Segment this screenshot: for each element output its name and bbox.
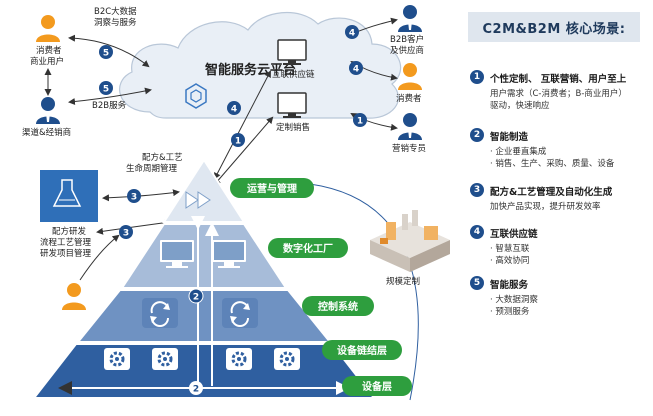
consumer-right-label: 消费者 xyxy=(396,93,422,104)
b2b-customer-person-icon xyxy=(398,5,422,32)
refresh-icon-left xyxy=(142,298,178,328)
rnd-label-1: 配方研发 xyxy=(52,226,87,237)
layer-label-device: 设备层 xyxy=(342,376,412,396)
scenario-number-badge: 3 xyxy=(470,183,484,197)
custom-sales-label: 定制销售 xyxy=(276,122,310,133)
badge-4-pyramid: 4 xyxy=(227,101,241,115)
badge-5-top: 5 xyxy=(99,45,113,59)
scenario-description: · 大数据洞察 · 预测服务 xyxy=(490,294,538,318)
gear-icon-2 xyxy=(152,348,178,370)
consumer-right-person-icon xyxy=(398,63,422,90)
scenario-number-badge: 4 xyxy=(470,225,484,239)
scenario-description-line: · 销售、生产、采购、质量、设备 xyxy=(490,159,615,169)
scenario-description-line: · 企业垂直集成 xyxy=(490,147,547,157)
svg-text:1: 1 xyxy=(235,137,241,147)
recipe-lifecycle-label-2: 生命周期管理 xyxy=(126,163,178,174)
scenario-description-line: · 高效协同 xyxy=(490,256,530,266)
rnd-label-2: 流程工艺管理 xyxy=(40,237,92,248)
scenario-description-line: 用户需求（C-消费者；B-商业用户） xyxy=(490,89,627,99)
channel-person-icon xyxy=(36,97,60,124)
workstation-monitor-icon-right xyxy=(212,240,246,268)
gear-icon-1 xyxy=(104,348,130,370)
gear-icons-row xyxy=(104,348,300,370)
factory-icon xyxy=(370,210,450,272)
refresh-icon-right xyxy=(222,298,258,328)
layer-label-digital-factory: 数字化工厂 xyxy=(268,238,348,258)
scenario-description: 加快产品实现，提升研发效率 xyxy=(490,201,601,213)
panel-title: C2M&B2M 核心场景: xyxy=(468,12,640,42)
badge-4-consumer: 4 xyxy=(349,61,363,75)
svg-text:4: 4 xyxy=(231,105,237,115)
play-forward-icon xyxy=(185,191,211,209)
badge-1-pyramid: 1 xyxy=(231,133,245,147)
b2b-service-label: B2B服务 xyxy=(92,100,127,111)
scenario-heading: 个性定制、 互联营销、用户至上 xyxy=(490,74,627,85)
scenario-heading: 智能服务 xyxy=(490,280,529,291)
svg-text:4: 4 xyxy=(353,65,359,75)
scenario-heading: 互联供应链 xyxy=(490,229,538,240)
svg-text:3: 3 xyxy=(123,229,129,239)
scenario-heading: 配方&工艺管理及自动化生成 xyxy=(490,187,613,198)
svg-text:1: 1 xyxy=(357,117,363,127)
scenario-description-line: · 大数据洞察 xyxy=(490,295,538,305)
scenario-description-line: · 预测服务 xyxy=(490,307,530,317)
gear-icon-3 xyxy=(226,348,252,370)
svg-text:控制系统: 控制系统 xyxy=(318,300,358,313)
badge-2-base: 2 xyxy=(189,381,203,395)
gear-icon-4 xyxy=(274,348,300,370)
svg-text:5: 5 xyxy=(103,49,109,59)
svg-text:2: 2 xyxy=(193,293,199,303)
scenario-description: 用户需求（C-消费者；B-商业用户） 驱动，快速响应 xyxy=(490,88,627,112)
b2b-customer-label-1: B2B客户 xyxy=(390,34,424,45)
svg-text:4: 4 xyxy=(349,29,355,39)
layer-label-device-link: 设备链结层 xyxy=(322,340,402,360)
custom-sales-monitor-icon xyxy=(277,92,307,118)
vertical-flow-arrows xyxy=(191,216,219,386)
layer-label-control-system: 控制系统 xyxy=(302,296,374,316)
factory-label: 规模定制 xyxy=(386,276,420,287)
iscm-label: 互联供应链 xyxy=(272,69,315,80)
svg-text:设备层: 设备层 xyxy=(362,380,392,393)
consumer-label-1: 消费者 xyxy=(36,45,62,56)
badge-5-mid: 5 xyxy=(99,81,113,95)
sales-rep-label: 营销专员 xyxy=(392,143,426,154)
workstation-monitor-icon-left xyxy=(160,240,194,268)
channel-label: 渠道&经销商 xyxy=(22,127,71,138)
b2c-label-line-2: 洞察与服务 xyxy=(94,17,137,28)
badge-4-b2b: 4 xyxy=(345,25,359,39)
badge-2-middle: 2 xyxy=(188,288,204,304)
scenario-number-badge: 5 xyxy=(470,276,484,290)
consumer-person-icon xyxy=(36,15,60,42)
rnd-person-icon xyxy=(62,283,86,310)
cloud-service-icon xyxy=(185,83,207,109)
svg-text:2: 2 xyxy=(193,385,199,395)
svg-text:5: 5 xyxy=(103,85,109,95)
svg-text:数字化工厂: 数字化工厂 xyxy=(283,242,333,255)
scenario-description-line: 加快产品实现，提升研发效率 xyxy=(490,202,601,212)
badge-1-sales: 1 xyxy=(353,113,367,127)
svg-text:3: 3 xyxy=(131,193,137,203)
consumer-label-2: 商业用户 xyxy=(30,56,64,67)
badge-3-bottom: 3 xyxy=(119,225,133,239)
rnd-label-3: 研发项目管理 xyxy=(40,248,92,259)
scenario-description: · 企业垂直集成 · 销售、生产、采购、质量、设备 xyxy=(490,146,614,170)
badge-3-top: 3 xyxy=(127,189,141,203)
svg-text:设备链结层: 设备链结层 xyxy=(337,344,387,357)
iscm-monitor-icon xyxy=(277,39,307,65)
recipe-lifecycle-label-1: 配方&工艺 xyxy=(142,152,183,163)
scenario-description-line: · 智慧互联 xyxy=(490,244,530,254)
scenario-description: · 智慧互联 · 高效协同 xyxy=(490,243,529,267)
scenario-number-badge: 2 xyxy=(470,128,484,142)
sales-rep-person-icon xyxy=(398,113,422,140)
scenario-heading: 智能制造 xyxy=(490,132,529,143)
scenario-description-line: 驱动，快速响应 xyxy=(490,101,550,111)
scenario-number-badge: 1 xyxy=(470,70,484,84)
layer-label-operations: 运营与管理 xyxy=(230,178,314,198)
svg-text:运营与管理: 运营与管理 xyxy=(247,182,297,195)
flask-icon xyxy=(40,170,98,222)
b2c-label-line-1: B2C大数据 xyxy=(94,6,137,17)
b2b-customer-label-2: 及供应商 xyxy=(390,45,424,56)
